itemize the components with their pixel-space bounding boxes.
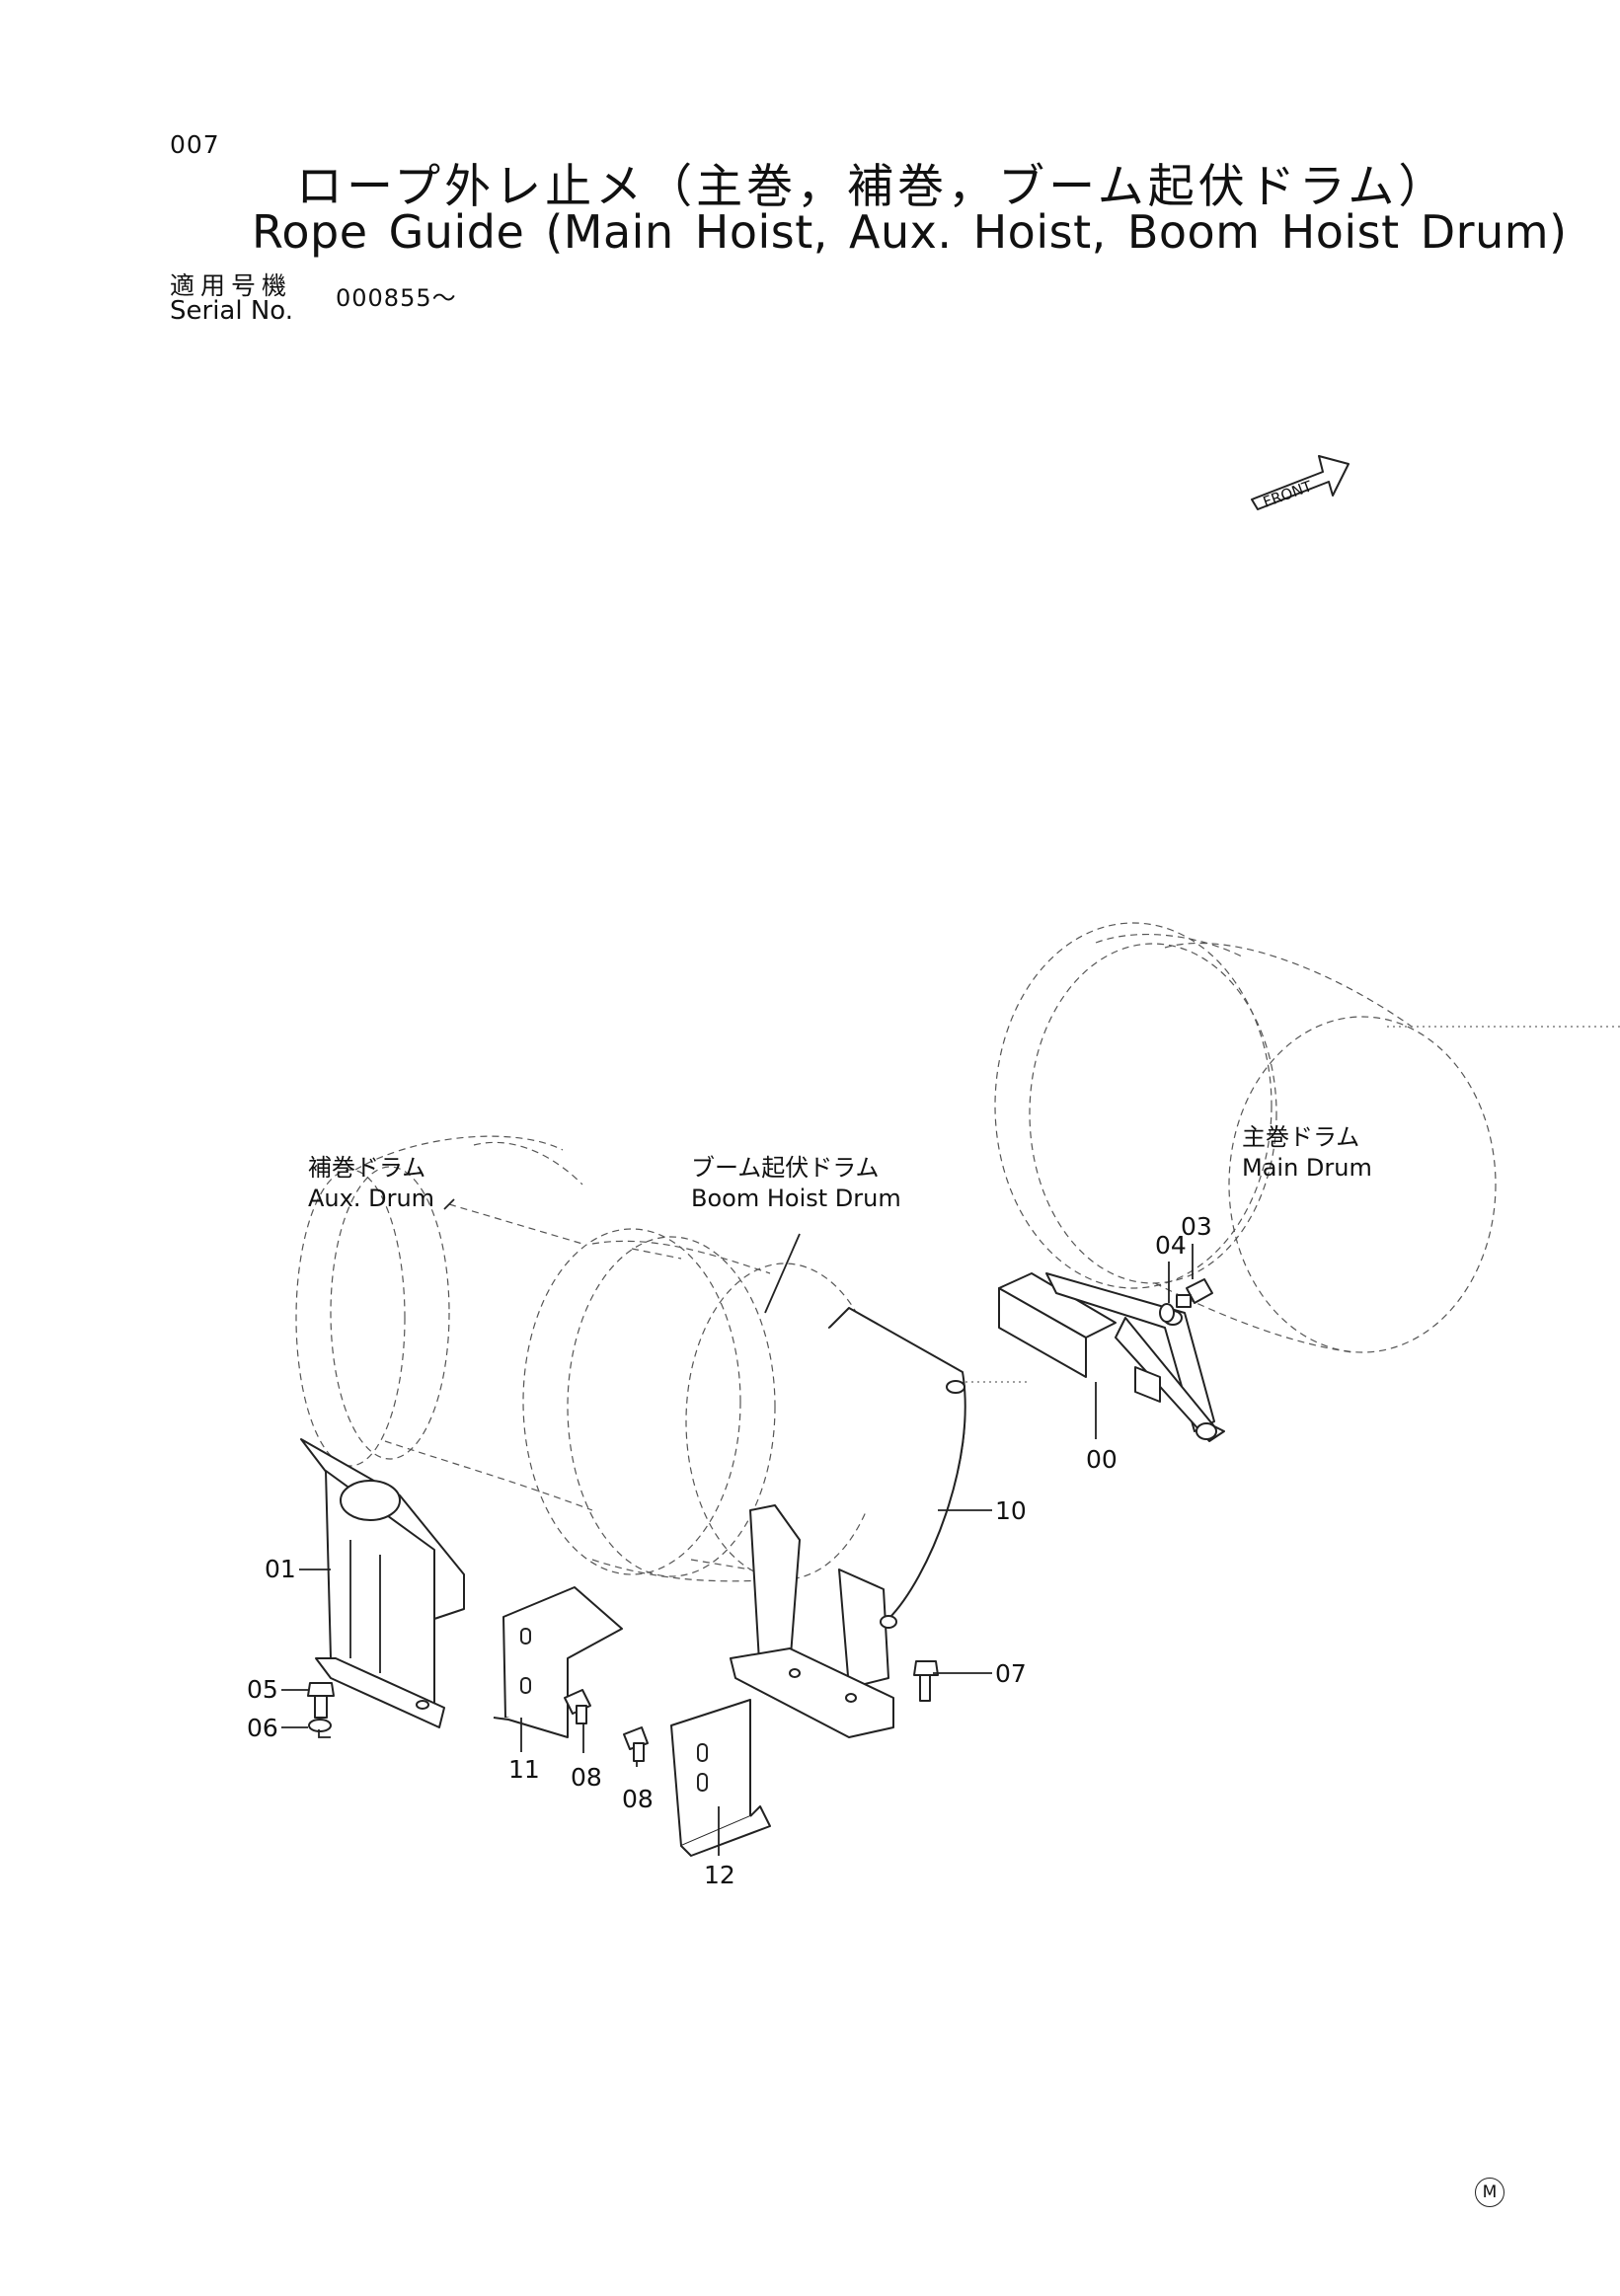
part-number-06: 06: [247, 1714, 278, 1742]
washer-06-icon: [308, 1719, 332, 1732]
boom-hoist-drum-label-en: Boom Hoist Drum: [691, 1185, 901, 1212]
part-number-00: 00: [1086, 1445, 1118, 1474]
page-title-english: Rope Guide (Main Hoist, Aux. Hoist, Boom…: [252, 205, 1568, 259]
part-number-03: 03: [1181, 1212, 1212, 1241]
bolt-07-icon: [913, 1660, 939, 1702]
leader-lines: [281, 1198, 1194, 1856]
bolt-03-icon: [1176, 1278, 1213, 1308]
washer-04-icon: [1159, 1303, 1175, 1323]
part-01-bracket-shape: [300, 1438, 465, 1728]
front-arrow-icon: FRONT: [1251, 455, 1350, 511]
part-12-plate-shape: [670, 1699, 771, 1857]
part-number-12: 12: [704, 1861, 735, 1889]
page-title-japanese: ロープ外レ止メ（主巻，補巻，ブーム起伏ドラム）: [296, 160, 1449, 214]
part-number-07: 07: [995, 1659, 1027, 1688]
part-number-05: 05: [247, 1675, 278, 1704]
part-11-plate-shape: [493, 1586, 623, 1738]
boom-hoist-drum-label-jp: ブーム起伏ドラム: [691, 1154, 880, 1182]
aux-drum-outline: [295, 1135, 593, 1511]
main-drum-label-en: Main Drum: [1242, 1154, 1372, 1182]
main-drum-label: 主巻ドラム Main Drum: [1242, 1122, 1372, 1184]
front-arrow-label: FRONT: [1261, 477, 1315, 511]
bolt-08a-icon: [564, 1689, 591, 1724]
serial-number-value: 000855～: [336, 284, 457, 312]
serial-label-japanese: 適用号機: [170, 271, 293, 300]
main-drum-outline: [994, 922, 1620, 1353]
part-number-08-right: 08: [622, 1785, 654, 1813]
boom-hoist-drum-label: ブーム起伏ドラム Boom Hoist Drum: [691, 1153, 901, 1214]
aux-drum-label: 補巻ドラム Aux. Drum: [308, 1153, 434, 1214]
aux-drum-label-jp: 補巻ドラム: [308, 1154, 426, 1182]
bolt-05-icon: [307, 1682, 335, 1719]
bolt-08b-icon: [623, 1726, 649, 1762]
part-number-01: 01: [265, 1555, 296, 1583]
part-number-10: 10: [995, 1496, 1027, 1525]
part-10-bracket-shape: [730, 1307, 966, 1738]
part-number-08-left: 08: [571, 1763, 602, 1792]
main-drum-label-jp: 主巻ドラム: [1242, 1123, 1360, 1151]
footer-circled-mark: M: [1475, 2178, 1504, 2207]
page-code: 007: [170, 130, 220, 159]
serial-label-english: Serial No.: [170, 296, 293, 326]
part-number-11: 11: [508, 1755, 540, 1784]
part-number-04: 04: [1155, 1231, 1187, 1260]
aux-drum-label-en: Aux. Drum: [308, 1185, 435, 1212]
